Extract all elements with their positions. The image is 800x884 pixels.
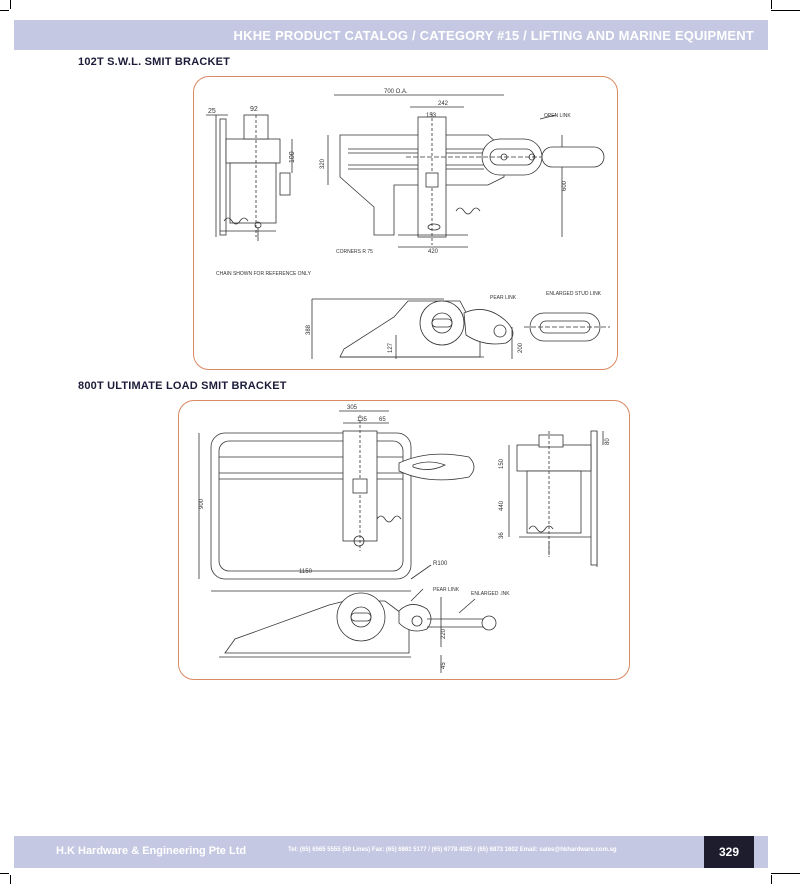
dim-label: 200 bbox=[518, 342, 524, 353]
crop-mark bbox=[10, 0, 11, 9]
crop-mark bbox=[0, 10, 9, 11]
pear-link-800t bbox=[398, 453, 475, 481]
crop-mark bbox=[771, 875, 772, 884]
dim-label: 242 bbox=[438, 101, 449, 107]
open-link-chain bbox=[406, 114, 605, 176]
front-view-102t bbox=[327, 94, 563, 248]
bottom-elevation-800t bbox=[219, 588, 497, 673]
dim-label: 900 bbox=[199, 498, 205, 509]
catalog-header-title: HKHE PRODUCT CATALOG / CATEGORY #15 / LI… bbox=[233, 27, 754, 43]
dim-label: 440 bbox=[499, 500, 505, 511]
technical-drawing-800t: 305 135 65 900 1150 R100 80 150 440 36 bbox=[198, 405, 611, 673]
footer-contact-info: Tel: (65) 6565 5555 (50 Lines) Fax: (65)… bbox=[288, 847, 617, 853]
drawing-panel-102t: 25 92 100 700 O.A. 242 153 320 6 bbox=[193, 76, 618, 370]
crop-mark bbox=[10, 875, 11, 884]
callout-corners: CORNERS R 75 bbox=[336, 249, 373, 255]
front-view-800t bbox=[198, 410, 432, 592]
bottom-elevation-102t bbox=[311, 298, 610, 359]
crop-mark bbox=[771, 873, 800, 874]
section-title-800t: 800T ULTIMATE LOAD SMIT BRACKET bbox=[78, 380, 287, 392]
side-view-800t bbox=[508, 430, 604, 567]
callout-enlarged-link: ENLARGED .INK bbox=[471, 591, 510, 597]
footer-company-name: H.K Hardware & Engineering Pte Ltd bbox=[56, 845, 247, 857]
dim-label: R100 bbox=[433, 561, 448, 567]
dim-label: 92 bbox=[250, 106, 258, 113]
callout-pear-link: PEAR LINK bbox=[433, 587, 460, 593]
dim-label: 153 bbox=[426, 113, 437, 119]
dim-label: 220 bbox=[441, 628, 447, 639]
technical-drawing-102t: 25 92 100 700 O.A. 242 153 320 6 bbox=[206, 89, 610, 359]
dim-label: 65 bbox=[379, 417, 386, 423]
crop-mark bbox=[0, 873, 9, 874]
dim-label: 320 bbox=[320, 158, 326, 169]
dim-label: 1150 bbox=[299, 569, 313, 575]
drawing-panel-800t: 305 135 65 900 1150 R100 80 150 440 36 bbox=[178, 400, 630, 680]
dim-label: 150 bbox=[499, 458, 505, 469]
note-chain-reference: CHAIN SHOWN FOR REFERENCE ONLY bbox=[216, 271, 312, 277]
catalog-footer-bar: H.K Hardware & Engineering Pte Ltd Tel: … bbox=[14, 836, 768, 868]
dim-label: 700 O.A. bbox=[384, 89, 408, 95]
dim-label: 305 bbox=[347, 405, 358, 411]
dim-label: 45 bbox=[441, 662, 447, 669]
page-number: 329 bbox=[704, 836, 754, 868]
dim-label: 127 bbox=[388, 342, 394, 353]
side-view-102t bbox=[206, 114, 293, 241]
dim-label: 36 bbox=[499, 532, 505, 539]
dim-label: 135 bbox=[357, 417, 368, 423]
crop-mark bbox=[771, 0, 772, 9]
dim-label: 25 bbox=[208, 108, 216, 115]
callout-open-link: OPEN LINK bbox=[544, 113, 571, 119]
dim-label: 600 bbox=[562, 180, 568, 191]
dim-label: 100 bbox=[289, 151, 296, 163]
dim-label: 420 bbox=[428, 249, 439, 255]
catalog-header-bar: HKHE PRODUCT CATALOG / CATEGORY #15 / LI… bbox=[14, 20, 768, 50]
callout-enlarged-stud-link: ENLARGED STUD LINK bbox=[546, 291, 602, 297]
dim-label: 388 bbox=[306, 324, 312, 335]
crop-mark bbox=[771, 10, 800, 11]
section-title-102t: 102T S.W.L. SMIT BRACKET bbox=[78, 56, 231, 68]
dim-label: 80 bbox=[605, 438, 611, 445]
callout-pear-link: PEAR LINK bbox=[490, 295, 517, 301]
